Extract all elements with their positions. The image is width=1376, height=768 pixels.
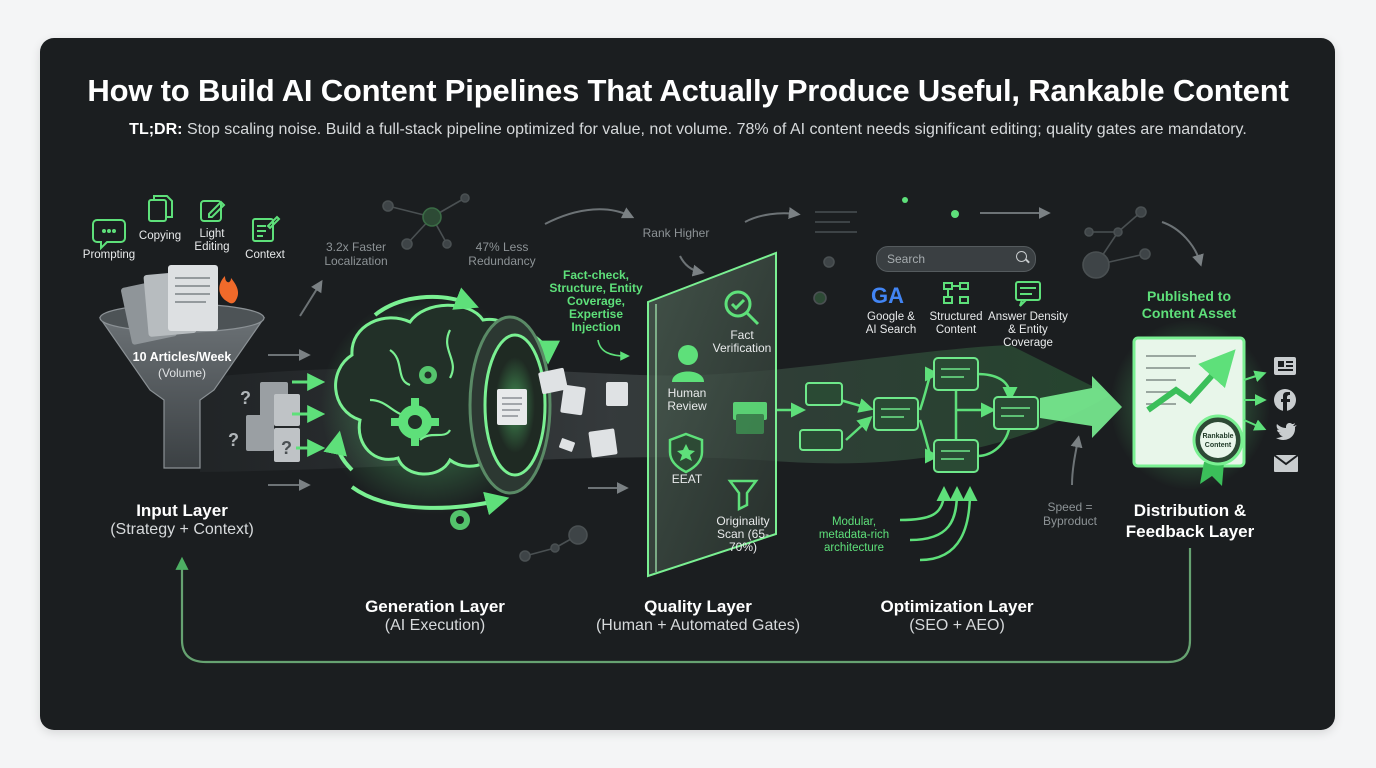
search-bar[interactable]: Search (876, 246, 1036, 272)
prompting-icon (93, 220, 125, 248)
context-label: Context (238, 249, 292, 262)
edit-icon (201, 201, 224, 221)
answer-density-icon (1016, 282, 1040, 306)
structured-content-icon (944, 283, 968, 303)
quality-annotation: Fact-check, Structure, Entity Coverage, … (548, 269, 644, 334)
svg-text:?: ? (281, 438, 292, 458)
copying-label: Copying (132, 230, 188, 243)
generation-layer-name: Generation Layer (340, 596, 530, 617)
ga-logo-text: GA (871, 283, 904, 308)
localization-stat: 3.2x Faster Localization (316, 240, 396, 268)
structured-content-label: Structured Content (926, 311, 986, 337)
funnel-label: 10 Articles/Week (112, 350, 252, 364)
fire-icon (219, 276, 238, 303)
search-placeholder: Search (887, 252, 925, 266)
svg-text:?: ? (240, 388, 251, 408)
quality-layer-name: Quality Layer (608, 596, 788, 617)
news-icon (1274, 357, 1296, 375)
generation-layer-sub: (AI Execution) (340, 616, 530, 636)
context-icon (253, 217, 279, 241)
faint-lines-decoration (815, 212, 857, 232)
fact-verification-label: Fact Verification (706, 329, 778, 355)
google-analytics-logo: GA (871, 283, 904, 309)
annotation-arrow (598, 340, 626, 356)
light-editing-label: Light Editing (190, 228, 234, 254)
rank-higher-label: Rank Higher (632, 226, 720, 240)
lens-ring (470, 317, 550, 493)
copy-icon (149, 196, 172, 221)
optimization-layer-sub: (SEO + AEO) (862, 616, 1052, 636)
input-layer-sub: (Strategy + Context) (92, 520, 272, 540)
human-review-label: Human Review (660, 387, 714, 413)
modular-architecture-label: Modular, metadata-rich architecture (812, 516, 896, 555)
quality-docs (733, 402, 767, 434)
rankable-badge-label: Rankable Content (1200, 432, 1236, 450)
distribution-layer-name: Distribution & Feedback Layer (1120, 500, 1260, 542)
input-layer-name: Input Layer (92, 500, 272, 521)
eeat-label: EEAT (662, 473, 712, 486)
google-ai-search-label: Google & AI Search (862, 311, 920, 337)
redundancy-stat: 47% Less Redundancy (464, 240, 540, 268)
funnel-sub: (Volume) (112, 366, 252, 380)
answer-density-label: Answer Density & Entity Coverage (984, 311, 1072, 350)
published-label: Published to Content Asset (1130, 288, 1248, 322)
optimization-layer-name: Optimization Layer (862, 596, 1052, 617)
facebook-icon (1274, 389, 1296, 411)
svg-text:?: ? (228, 430, 239, 450)
twitter-icon (1276, 423, 1296, 440)
search-icon (1016, 251, 1027, 262)
quality-layer-sub: (Human + Automated Gates) (580, 616, 816, 636)
originality-label: Originality Scan (65-70%) (706, 515, 780, 554)
prompting-label: Prompting (78, 249, 140, 262)
mail-icon (1274, 455, 1298, 472)
speed-byproduct-label: Speed = Byproduct (1040, 500, 1100, 528)
